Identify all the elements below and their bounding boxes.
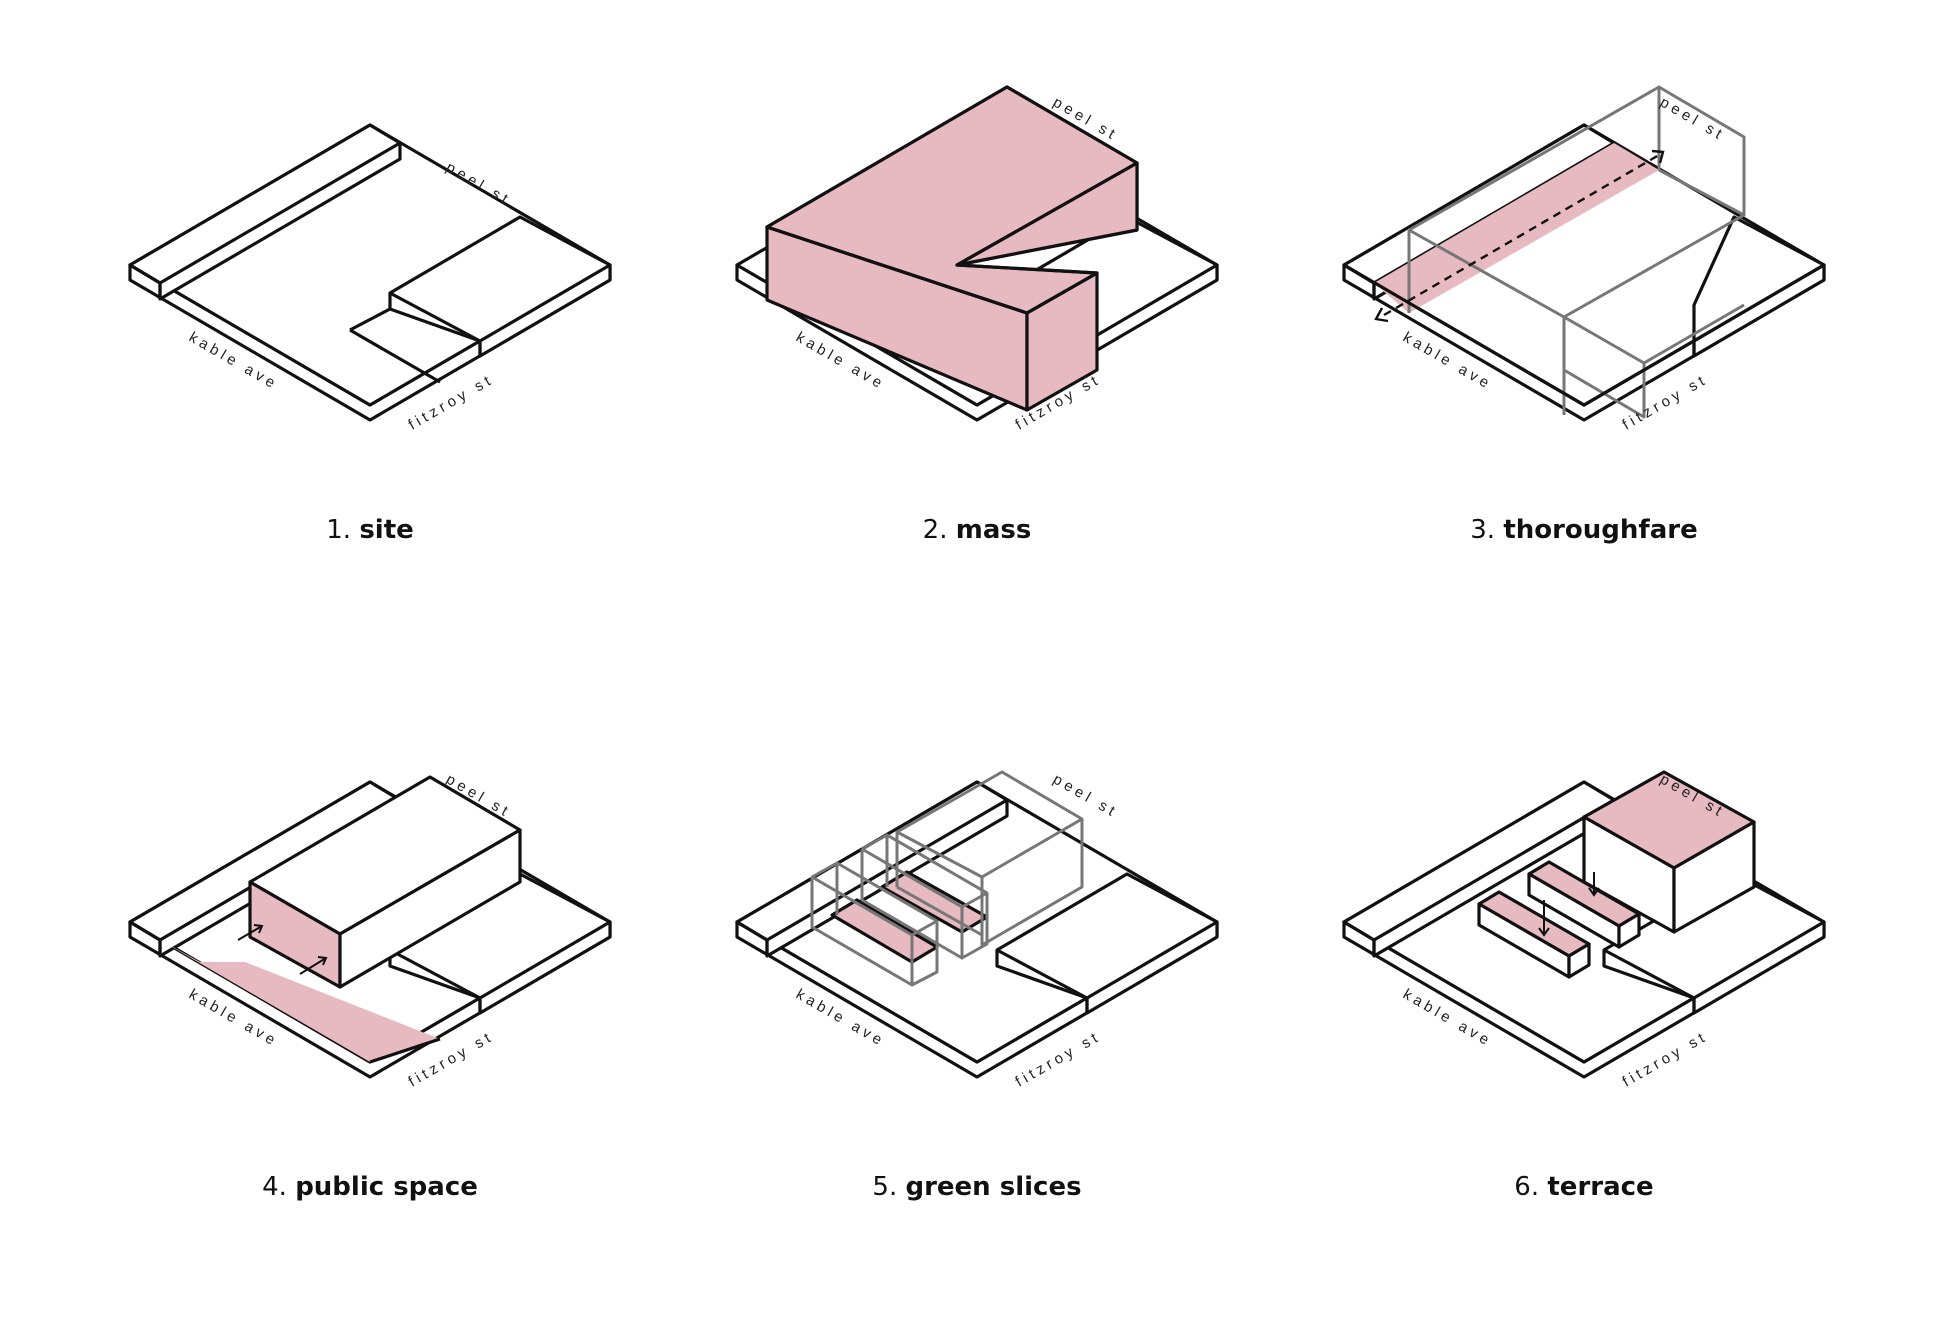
green-slices-ghost-volume	[860, 833, 989, 960]
panel-public-space: peel st kable ave fitzroy st 4. public s…	[50, 682, 690, 1322]
public-space-plaza	[160, 940, 440, 1062]
thoroughfare-ghost-mass	[1407, 85, 1746, 419]
diagram-terrace: peel st kable ave fitzroy st	[1342, 770, 1826, 1090]
diagram-thoroughfare: peel st kable ave fitzroy st	[1342, 85, 1826, 433]
panel-mass: peel st kable ave fitzroy st 2. mass	[657, 25, 1297, 665]
thoroughfare-passage	[1374, 143, 1659, 313]
thoroughfare-arrow	[1383, 153, 1660, 317]
caption-public-space: 4. public space	[262, 1172, 478, 1202]
caption-green-slices: 5. green slices	[872, 1172, 1082, 1202]
public-space-arrow	[237, 924, 264, 941]
label-peel-st: peel st	[1050, 771, 1121, 822]
label-peel-st: peel st	[1657, 94, 1728, 145]
panel-green-slices: peel st kable ave fitzroy st 5. green sl…	[657, 682, 1297, 1322]
terrace-bar-upper-end	[1617, 912, 1641, 949]
terrace-tower-front	[1672, 820, 1756, 934]
diagram-mass: peel st kable ave fitzroy st	[735, 85, 1219, 433]
public-space-arrow	[299, 956, 328, 975]
terrace-arrow	[1538, 900, 1550, 937]
green-slices-ghost-volume	[810, 861, 939, 987]
panel-thoroughfare: peel st kable ave fitzroy st 3. thorough…	[1264, 25, 1904, 665]
public-space-mass-side	[338, 828, 522, 989]
terrace-arrow	[1588, 872, 1600, 897]
diagram-public-space: peel st kable ave fitzroy st	[128, 771, 612, 1090]
green-slices-ghost-volume	[895, 770, 1084, 947]
caption-terrace: 6. terrace	[1514, 1172, 1654, 1202]
caption-thoroughfare: 3. thoroughfare	[1470, 515, 1698, 545]
caption-mass: 2. mass	[922, 515, 1032, 545]
diagram-green-slices: peel st kable ave fitzroy st	[735, 770, 1219, 1090]
terrace-bar-lower-end	[1567, 942, 1591, 979]
panel-terrace: peel st kable ave fitzroy st 6. terrace	[1264, 682, 1904, 1322]
caption-site: 1. site	[326, 515, 414, 545]
panel-site: peel st kable ave fitzroy st 1. site	[50, 25, 690, 665]
diagram-site: peel st kable ave fitzroy st	[128, 123, 612, 433]
